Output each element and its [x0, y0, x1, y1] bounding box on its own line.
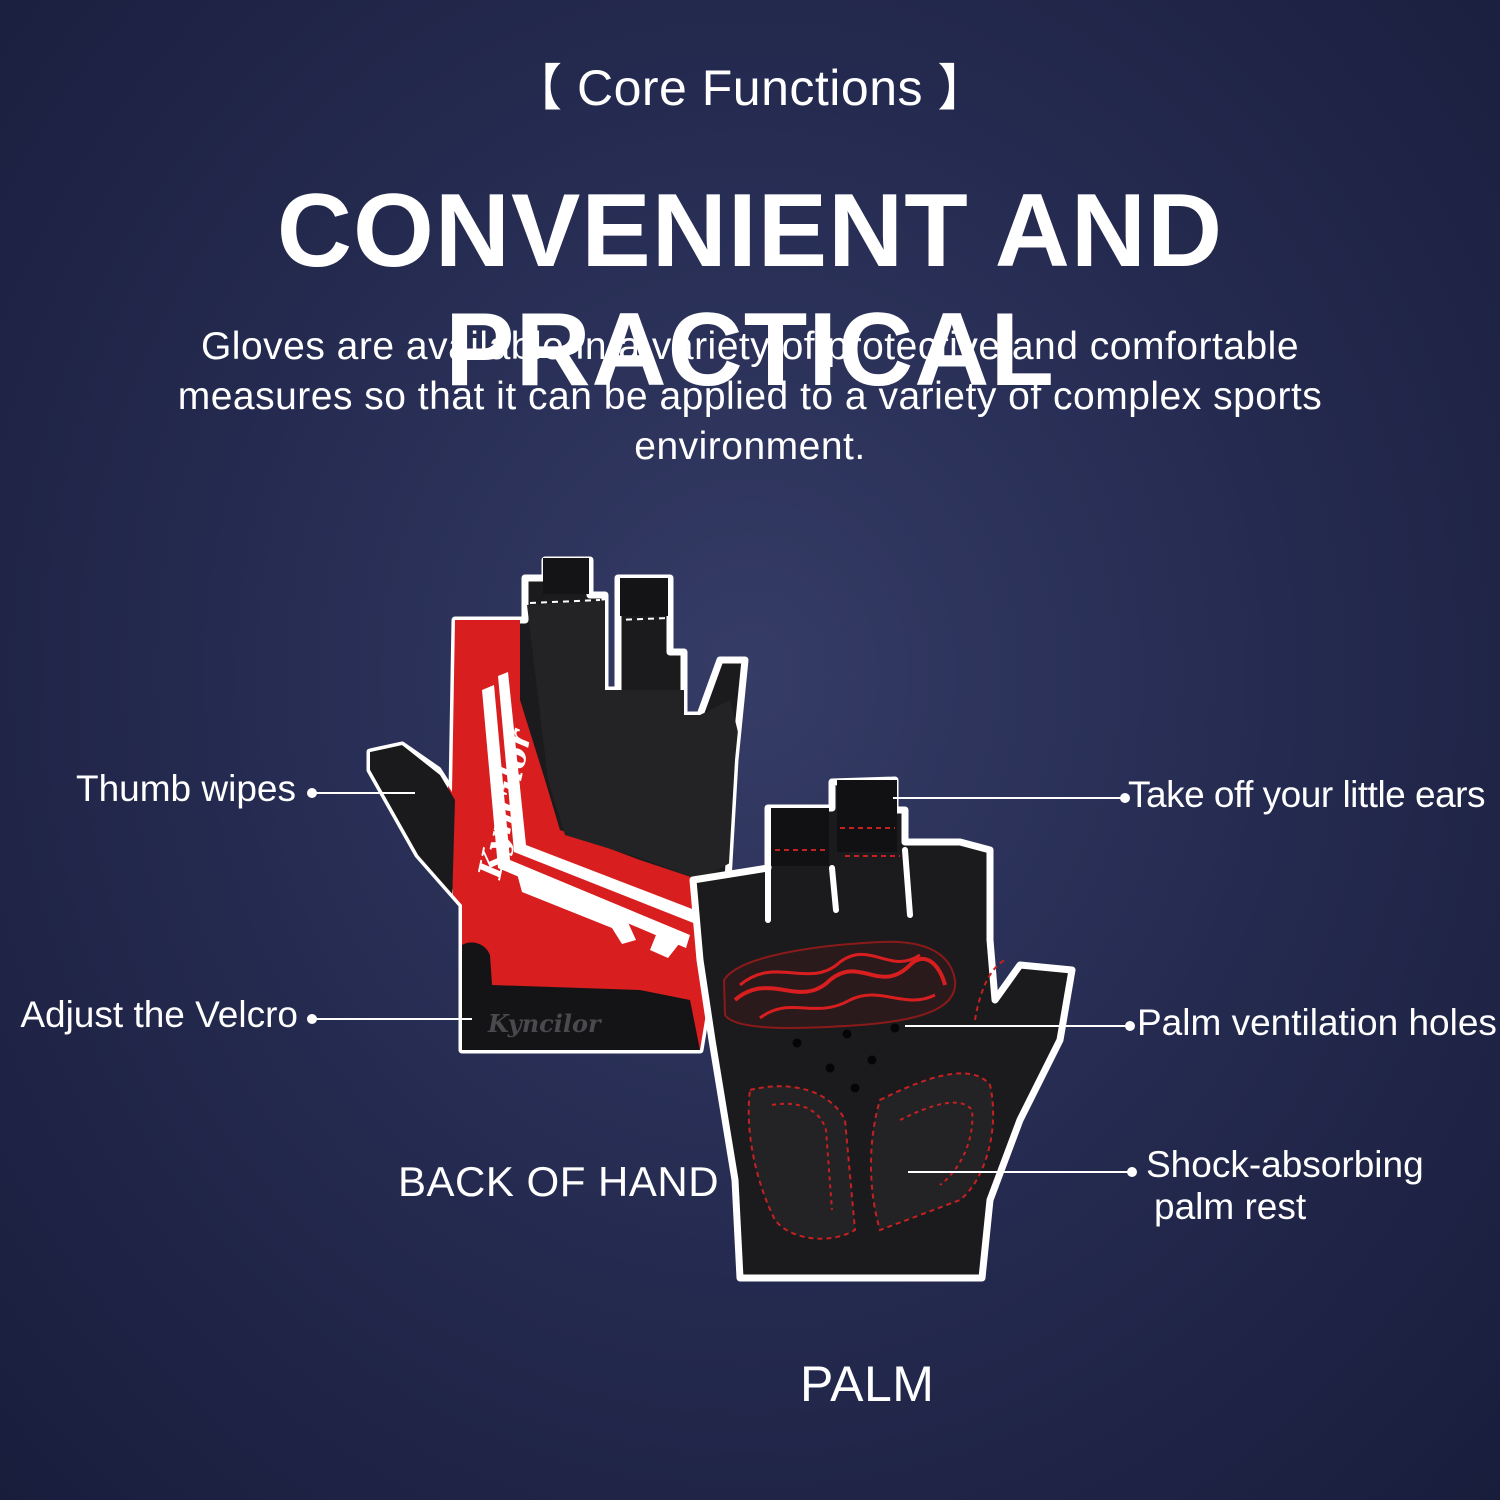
callout-adjust-velcro: Adjust the Velcro [20, 994, 298, 1035]
callout-palm-ventilation: Palm ventilation holes [1137, 1002, 1497, 1043]
palm-glove [689, 776, 1076, 1282]
palm-top-pad [722, 940, 957, 1029]
finger-tab-1 [771, 808, 829, 866]
callout-lines [307, 788, 1137, 1177]
section-kicker: 【 Core Functions 】 [512, 60, 988, 116]
shock-absorbing-pad [870, 1072, 995, 1232]
left-palm-pad [747, 1085, 857, 1240]
ventilation-holes [792, 1023, 900, 1093]
callout-shock-absorbing-line1: Shock-absorbing [1146, 1144, 1424, 1185]
label-palm: PALM [800, 1356, 935, 1412]
callout-shock-absorbing-line2: palm rest [1154, 1186, 1307, 1227]
page-headline: CONVENIENT AND PRACTICAL [276, 173, 1224, 408]
strap-brand-logo: Kyncilor [487, 1009, 603, 1038]
callout-thumb-wipes: Thumb wipes [75, 768, 296, 809]
velcro-strap [462, 942, 700, 1050]
label-back-of-hand: BACK OF HAND [398, 1158, 720, 1205]
product-description: Gloves are available in a variety of pro… [177, 325, 1323, 468]
finger-tab-2 [837, 780, 897, 852]
callout-little-ears: Take off your little ears [1128, 774, 1486, 815]
back-glove: Kyncilor COMFORT Kyncilor [366, 556, 749, 1054]
